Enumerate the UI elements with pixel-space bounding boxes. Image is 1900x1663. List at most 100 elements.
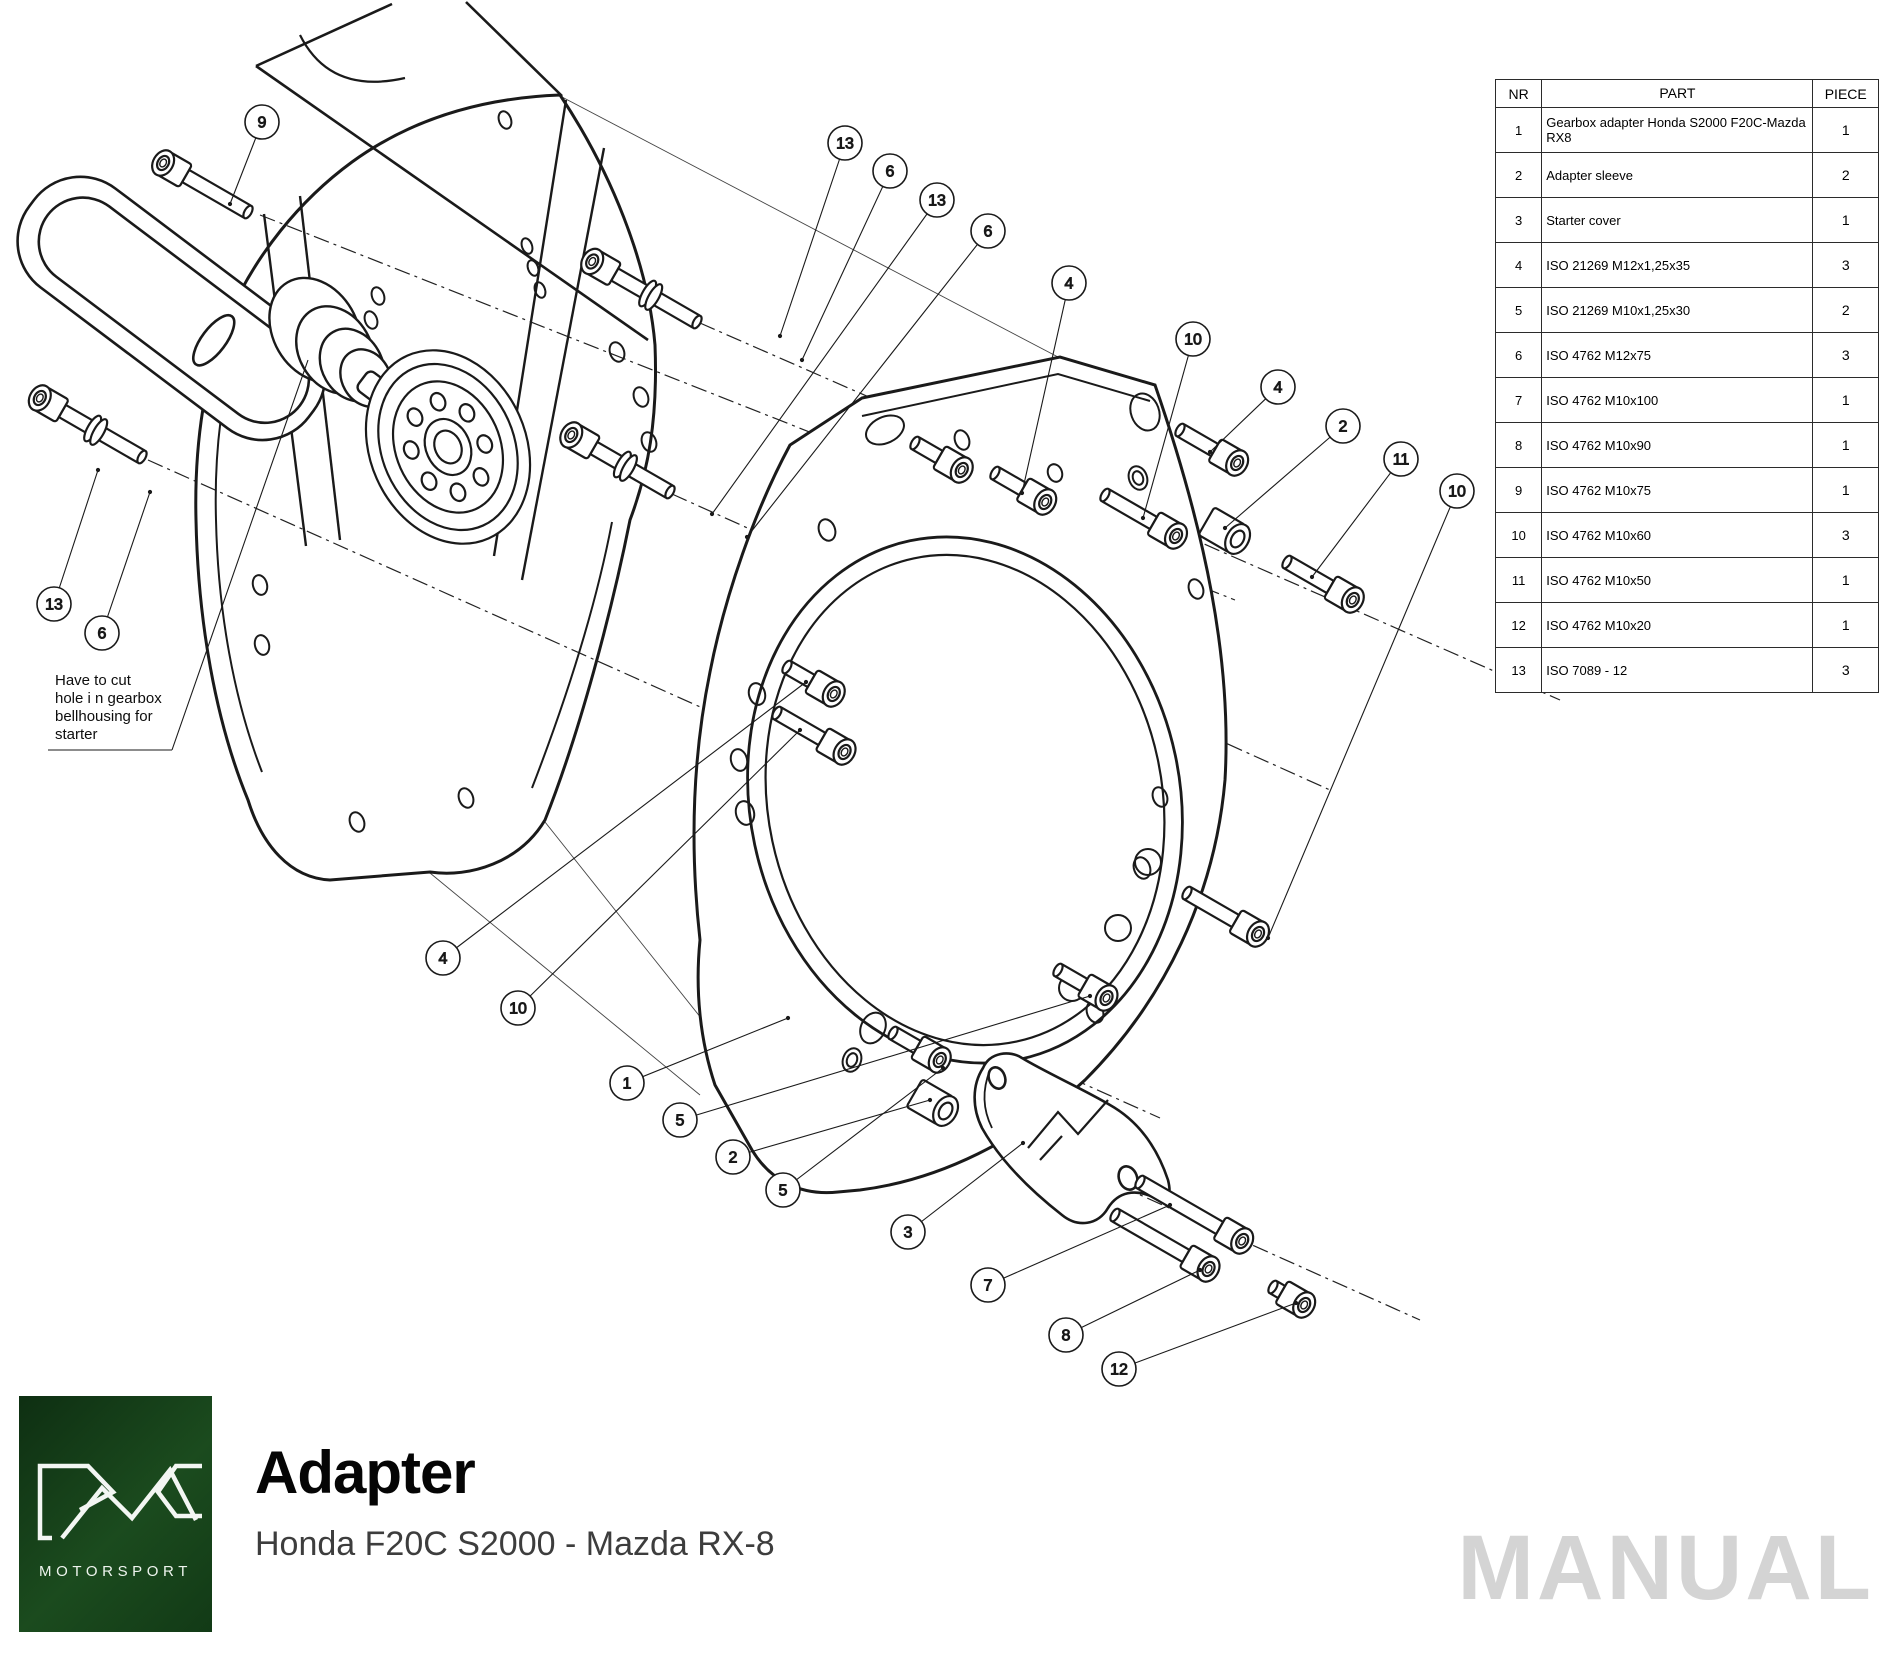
bellhousing-holes — [251, 110, 658, 833]
balloon-number: 9 — [258, 115, 267, 132]
balloon-circle — [1048, 1317, 1084, 1353]
table-cell: ISO 4762 M10x90 — [1541, 422, 1814, 468]
balloon-leader — [1224, 425, 1344, 529]
balloon-circle — [662, 1102, 698, 1138]
balloon-circle — [827, 125, 863, 161]
table-cell: 5 — [1494, 287, 1543, 333]
balloon-number: 6 — [984, 224, 993, 241]
balloon-circle — [500, 990, 536, 1026]
balloon-number: 10 — [509, 1001, 527, 1018]
balloon-circle — [890, 1214, 926, 1250]
bolt — [559, 421, 676, 500]
table-cell: 2 — [1494, 152, 1543, 198]
balloon-number: 5 — [779, 1183, 788, 1200]
table-cell: ISO 4762 M10x60 — [1541, 512, 1814, 558]
header-part: PART — [1541, 79, 1814, 108]
table-cell: ISO 4762 M10x100 — [1541, 377, 1814, 423]
balloon-number: 3 — [904, 1225, 913, 1242]
balloon-leader — [711, 199, 938, 515]
bolt — [580, 247, 703, 330]
balloon-circle — [765, 1172, 801, 1208]
manual-watermark: MANUAL — [1457, 1517, 1874, 1619]
balloon-leader — [626, 1017, 789, 1084]
table-cell: ISO 21269 M10x1,25x30 — [1541, 287, 1814, 333]
balloon-leader — [679, 995, 1091, 1121]
table-cell: 3 — [1812, 512, 1879, 558]
balloon-leader — [1142, 338, 1194, 519]
table-cell: 1 — [1812, 197, 1879, 243]
table-cell: 1 — [1812, 107, 1879, 153]
bolt — [909, 435, 974, 484]
starter-cover — [973, 1052, 1171, 1225]
balloon-circle — [1439, 473, 1475, 509]
balloon-number: 1 — [623, 1076, 632, 1093]
bolt — [1181, 885, 1271, 948]
table-cell: 11 — [1494, 557, 1543, 603]
balloon-number: 4 — [439, 951, 448, 968]
table-cell: ISO 4762 M10x20 — [1541, 602, 1814, 648]
balloon-circle — [1101, 1351, 1137, 1387]
parts-table-header: NR PART PIECE — [1494, 79, 1879, 108]
cut-hole-annotation: Have to cut hole i n gearbox bellhousing… — [55, 672, 162, 743]
bolt — [1052, 962, 1119, 1012]
balloon-leader — [1065, 1269, 1201, 1336]
table-cell: 3 — [1812, 242, 1879, 288]
balloon-circle — [1383, 441, 1419, 477]
balloon-leader — [442, 681, 807, 959]
header-piece: PIECE — [1812, 79, 1879, 108]
balloon-circle — [1260, 369, 1296, 405]
table-cell: 1 — [1812, 377, 1879, 423]
balloon-number: 5 — [676, 1113, 685, 1130]
balloon-number: 13 — [45, 597, 63, 614]
table-cell: 3 — [1812, 332, 1879, 378]
table-cell: 3 — [1494, 197, 1543, 243]
balloon-number: 13 — [836, 136, 854, 153]
table-cell: ISO 4762 M12x75 — [1541, 332, 1814, 378]
balloon-circle — [919, 182, 955, 218]
table-cell: 9 — [1494, 467, 1543, 513]
balloon-leader — [101, 491, 151, 634]
starter-pocket — [16, 175, 327, 442]
bolt — [1134, 1174, 1255, 1255]
balloon-circle — [244, 104, 280, 140]
balloon-number: 11 — [1393, 452, 1410, 469]
table-cell: 6 — [1494, 332, 1543, 378]
gearbox-body — [255, 1, 649, 342]
table-cell: ISO 4762 M10x75 — [1541, 467, 1814, 513]
table-cell: 4 — [1494, 242, 1543, 288]
balloon-circle — [425, 940, 461, 976]
balloon-circle — [715, 1139, 751, 1175]
balloon-leader — [1311, 458, 1402, 578]
table-cell: ISO 4762 M10x50 — [1541, 557, 1814, 603]
table-cell: ISO 21269 M12x1,25x35 — [1541, 242, 1814, 288]
table-cell: 3 — [1812, 647, 1879, 693]
balloon-circle — [1175, 321, 1211, 357]
balloon-number: 6 — [98, 626, 107, 643]
balloon-leader — [732, 1099, 931, 1158]
bolt — [887, 1025, 952, 1074]
table-cell: 1 — [1812, 422, 1879, 468]
bolt — [781, 659, 846, 708]
bolt — [27, 384, 148, 465]
table-cell: Gearbox adapter Honda S2000 F20C-Mazda R… — [1541, 107, 1814, 153]
balloon-leader — [987, 1204, 1171, 1286]
table-cell: 2 — [1812, 287, 1879, 333]
balloon-number: 13 — [928, 193, 946, 210]
table-cell: 1 — [1812, 602, 1879, 648]
balloon-leader — [907, 1142, 1024, 1233]
table-cell: 13 — [1494, 647, 1543, 693]
table-cell: Adapter sleeve — [1541, 152, 1814, 198]
balloon-circle — [84, 615, 120, 651]
bellhousing-outline — [194, 93, 658, 882]
balloon-leader — [53, 469, 99, 605]
table-cell: Starter cover — [1541, 197, 1814, 243]
